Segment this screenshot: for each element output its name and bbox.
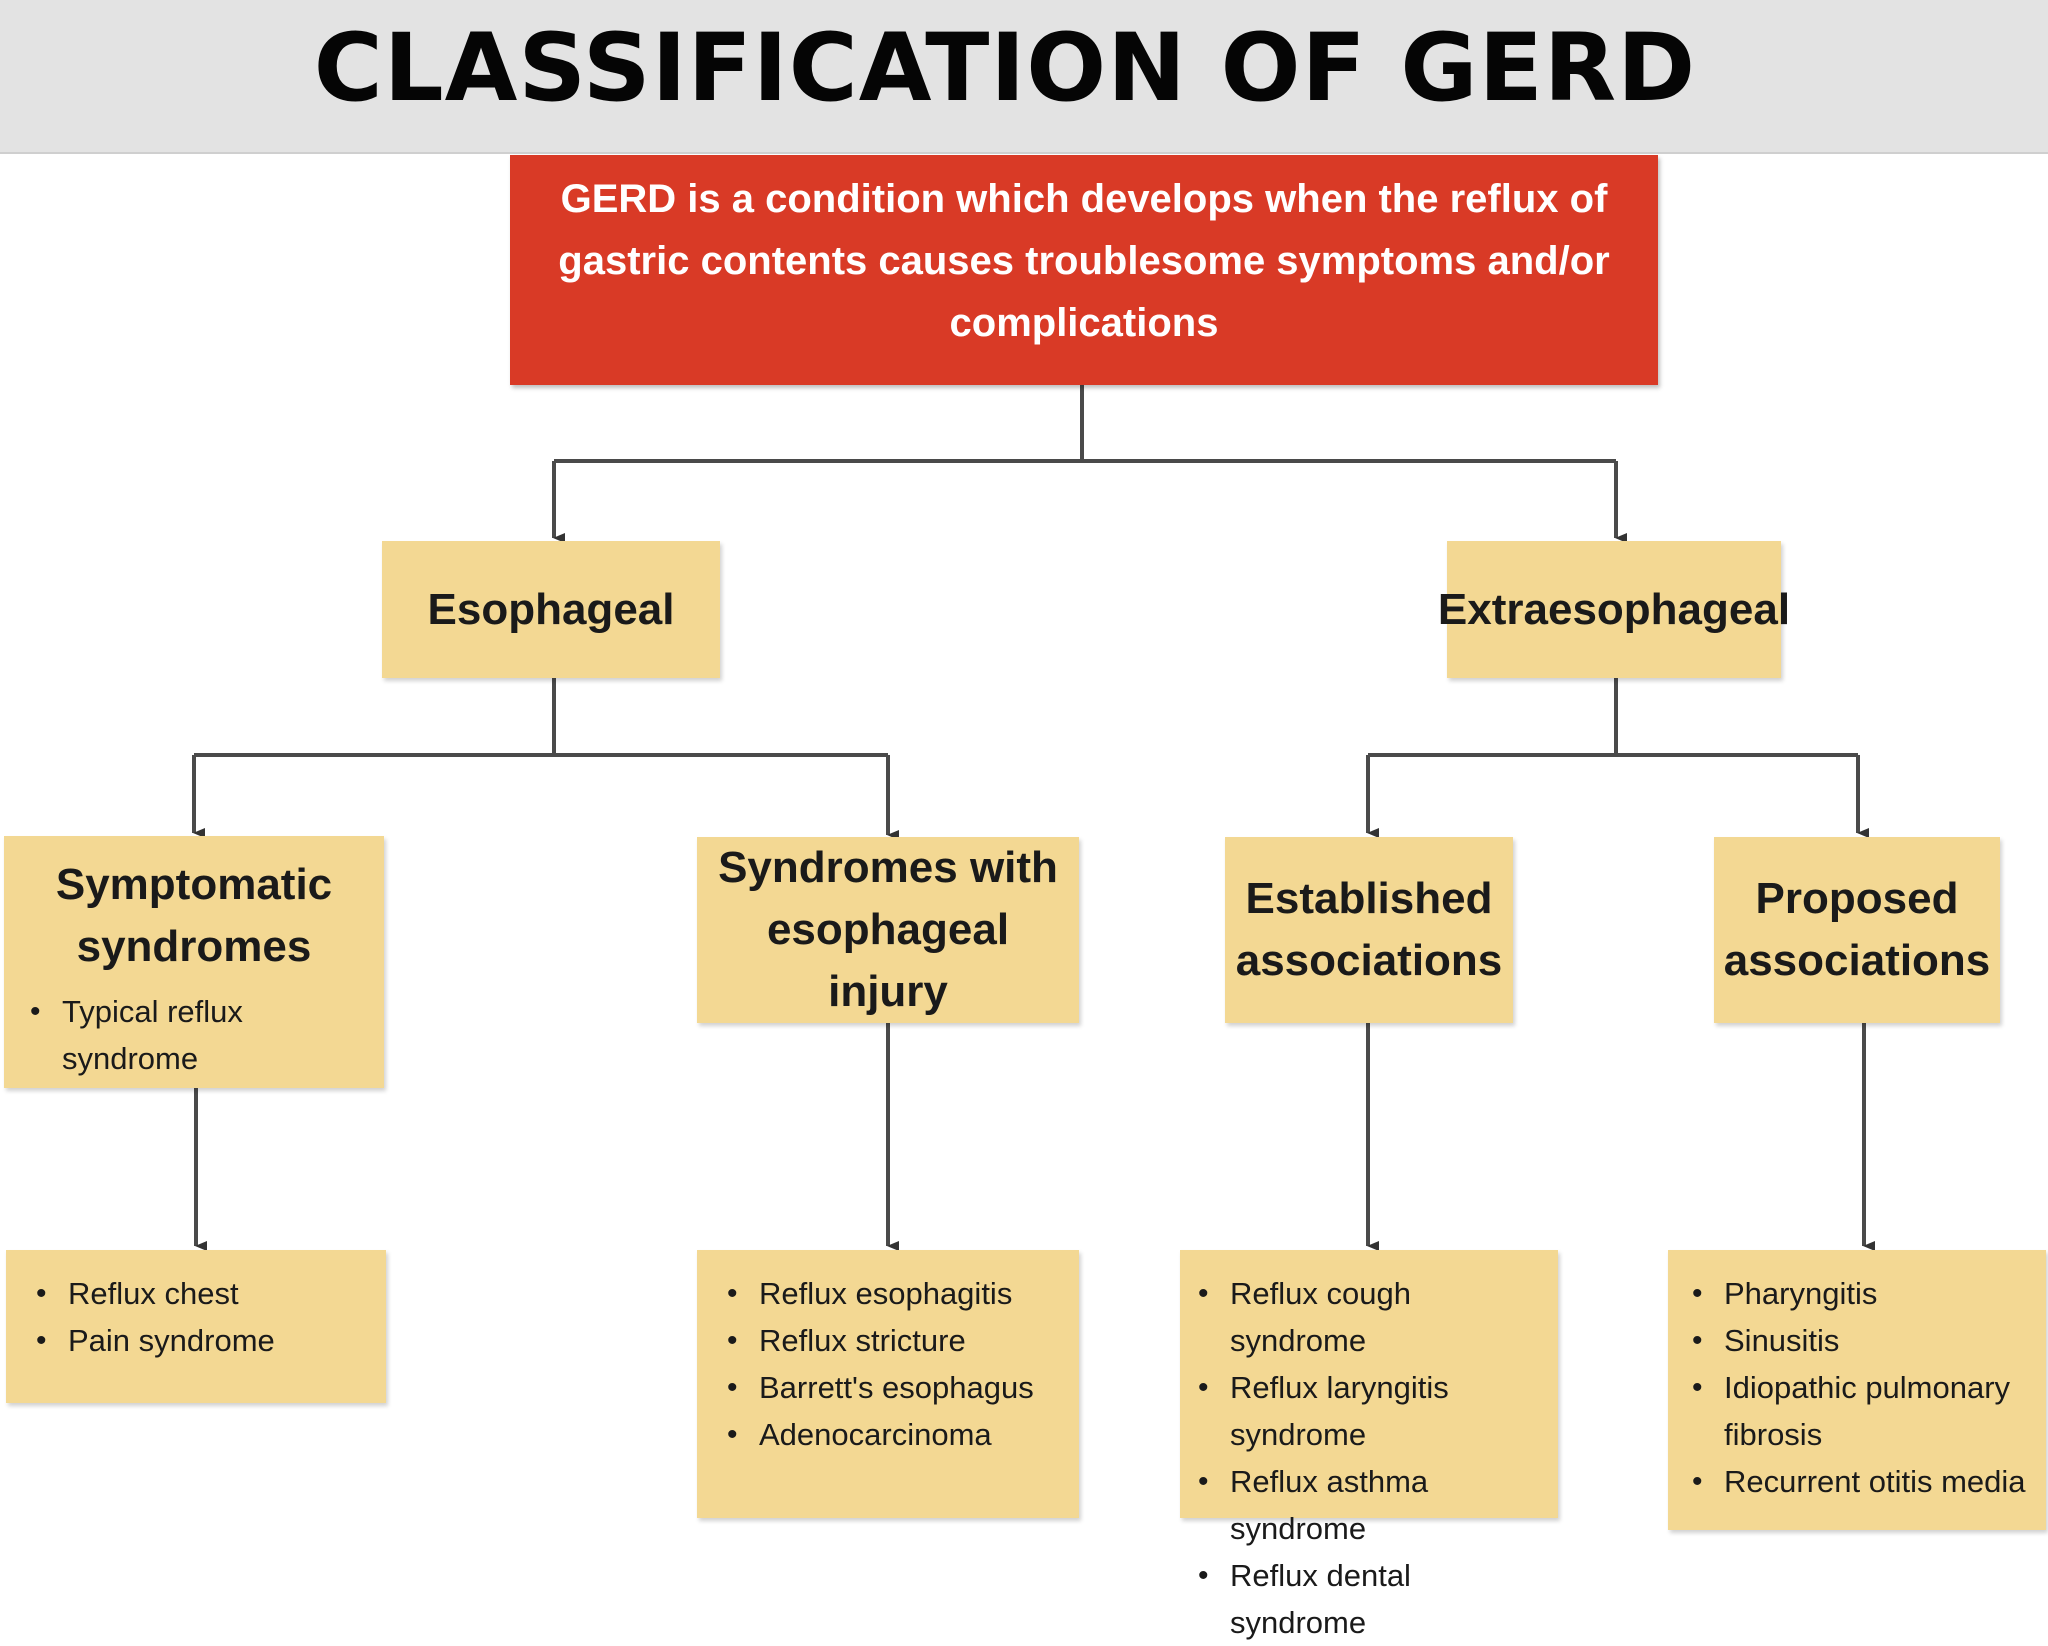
list-item: Reflux stricture (723, 1317, 1069, 1364)
symptomatic-leaves-box: Reflux chest Pain syndrome (6, 1250, 386, 1403)
symptomatic-items: Typical reflux syndrome (26, 988, 384, 1082)
symptomatic-leaves-list: Reflux chest Pain syndrome (32, 1270, 376, 1364)
established-associations-label: Established associations (1235, 874, 1503, 985)
esophageal-node: Esophageal (382, 541, 720, 678)
list-item: Reflux asthma syndrome (1194, 1458, 1548, 1552)
extraesophageal-node: Extraesophageal (1438, 541, 1790, 678)
connector-lines (192, 385, 1875, 1251)
list-item: Reflux cough syndrome (1194, 1270, 1548, 1364)
title-bar: CLASSIFICATION OF GERD (0, 0, 2048, 154)
list-item: Pain syndrome (32, 1317, 376, 1364)
proposed-leaves-box: Pharyngitis Sinusitis Idiopathic pulmona… (1668, 1250, 2046, 1530)
symptomatic-syndromes-label: Symptomatic syndromes (55, 860, 333, 971)
list-item: Idiopathic pulmonary fibrosis (1688, 1364, 2036, 1458)
esophageal-connector (194, 678, 888, 757)
list-item: Reflux esophagitis (723, 1270, 1069, 1317)
list-item: Typical reflux syndrome (26, 988, 384, 1082)
esophageal-label: Esophageal (427, 584, 675, 634)
gerd-classification-diagram: GERD is a condition which develops when … (0, 153, 2048, 1640)
list-item: Barrett's esophagus (723, 1364, 1069, 1411)
extraesophageal-connector (1368, 678, 1858, 757)
injury-syndromes-label: Syndromes with esophageal injury (718, 843, 1058, 1016)
slide-title: CLASSIFICATION OF GERD (313, 14, 1697, 123)
extraesophageal-label: Extraesophageal (1437, 584, 1791, 634)
established-leaves-box: Reflux cough syndrome Reflux laryngitis … (1180, 1250, 1558, 1640)
injury-leaves-box: Reflux esophagitis Reflux stricture Barr… (697, 1250, 1079, 1518)
symptomatic-syndromes-node: Symptomatic syndromes Typical reflux syn… (4, 836, 384, 1088)
root-definition-text: GERD is a condition which develops when … (558, 177, 1610, 345)
list-item: Reflux laryngitis syndrome (1194, 1364, 1548, 1458)
injury-syndromes-node: Syndromes with esophageal injury (697, 837, 1079, 1023)
list-item: Pharyngitis (1688, 1270, 2036, 1317)
list-item: Reflux chest (32, 1270, 376, 1317)
proposed-associations-node: Proposed associations (1714, 837, 2000, 1023)
list-item: Sinusitis (1688, 1317, 2036, 1364)
injury-leaves-list: Reflux esophagitis Reflux stricture Barr… (723, 1270, 1069, 1458)
root-connector (554, 385, 1616, 463)
list-item: Adenocarcinoma (723, 1411, 1069, 1458)
list-item: Reflux dental syndrome (1194, 1552, 1548, 1646)
proposed-associations-label: Proposed associations (1723, 874, 1991, 985)
list-item: Recurrent otitis media (1688, 1458, 2036, 1505)
proposed-leaves-list: Pharyngitis Sinusitis Idiopathic pulmona… (1688, 1270, 2036, 1505)
established-associations-node: Established associations (1225, 837, 1513, 1023)
established-leaves-list: Reflux cough syndrome Reflux laryngitis … (1194, 1270, 1548, 1646)
root-definition-box: GERD is a condition which develops when … (510, 155, 1658, 385)
